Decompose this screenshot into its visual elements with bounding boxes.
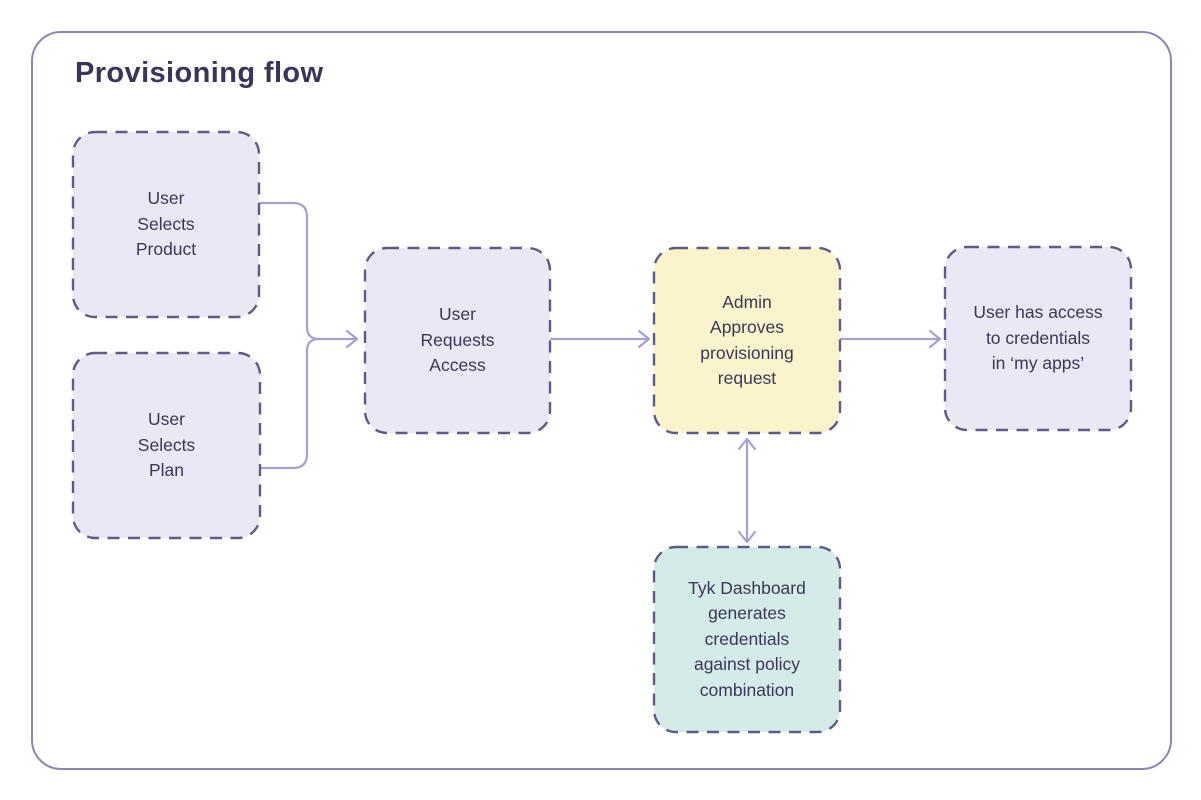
node-user-requests-access: [363, 246, 552, 435]
arrowhead-right-icon: [637, 329, 651, 349]
arrowhead-right-icon: [928, 329, 942, 349]
arrowhead-up-icon: [737, 437, 757, 451]
node-user-selects-product: [71, 130, 261, 319]
diagram-title: Provisioning flow: [75, 57, 324, 89]
arrow-admin-to-access: [839, 329, 942, 349]
node-user-selects-plan: [71, 351, 262, 540]
arrow-request-to-admin: [549, 329, 651, 349]
outer-frame: [31, 31, 1172, 770]
arrowhead-right-icon: [345, 329, 359, 349]
node-tyk-dashboard-generates: [652, 545, 842, 734]
merge-connector: [257, 201, 359, 470]
node-user-has-access: [943, 245, 1133, 432]
node-admin-approves-request: [652, 246, 842, 435]
arrowhead-down-icon: [737, 530, 757, 544]
double-arrow-admin-dashboard: [737, 437, 757, 544]
